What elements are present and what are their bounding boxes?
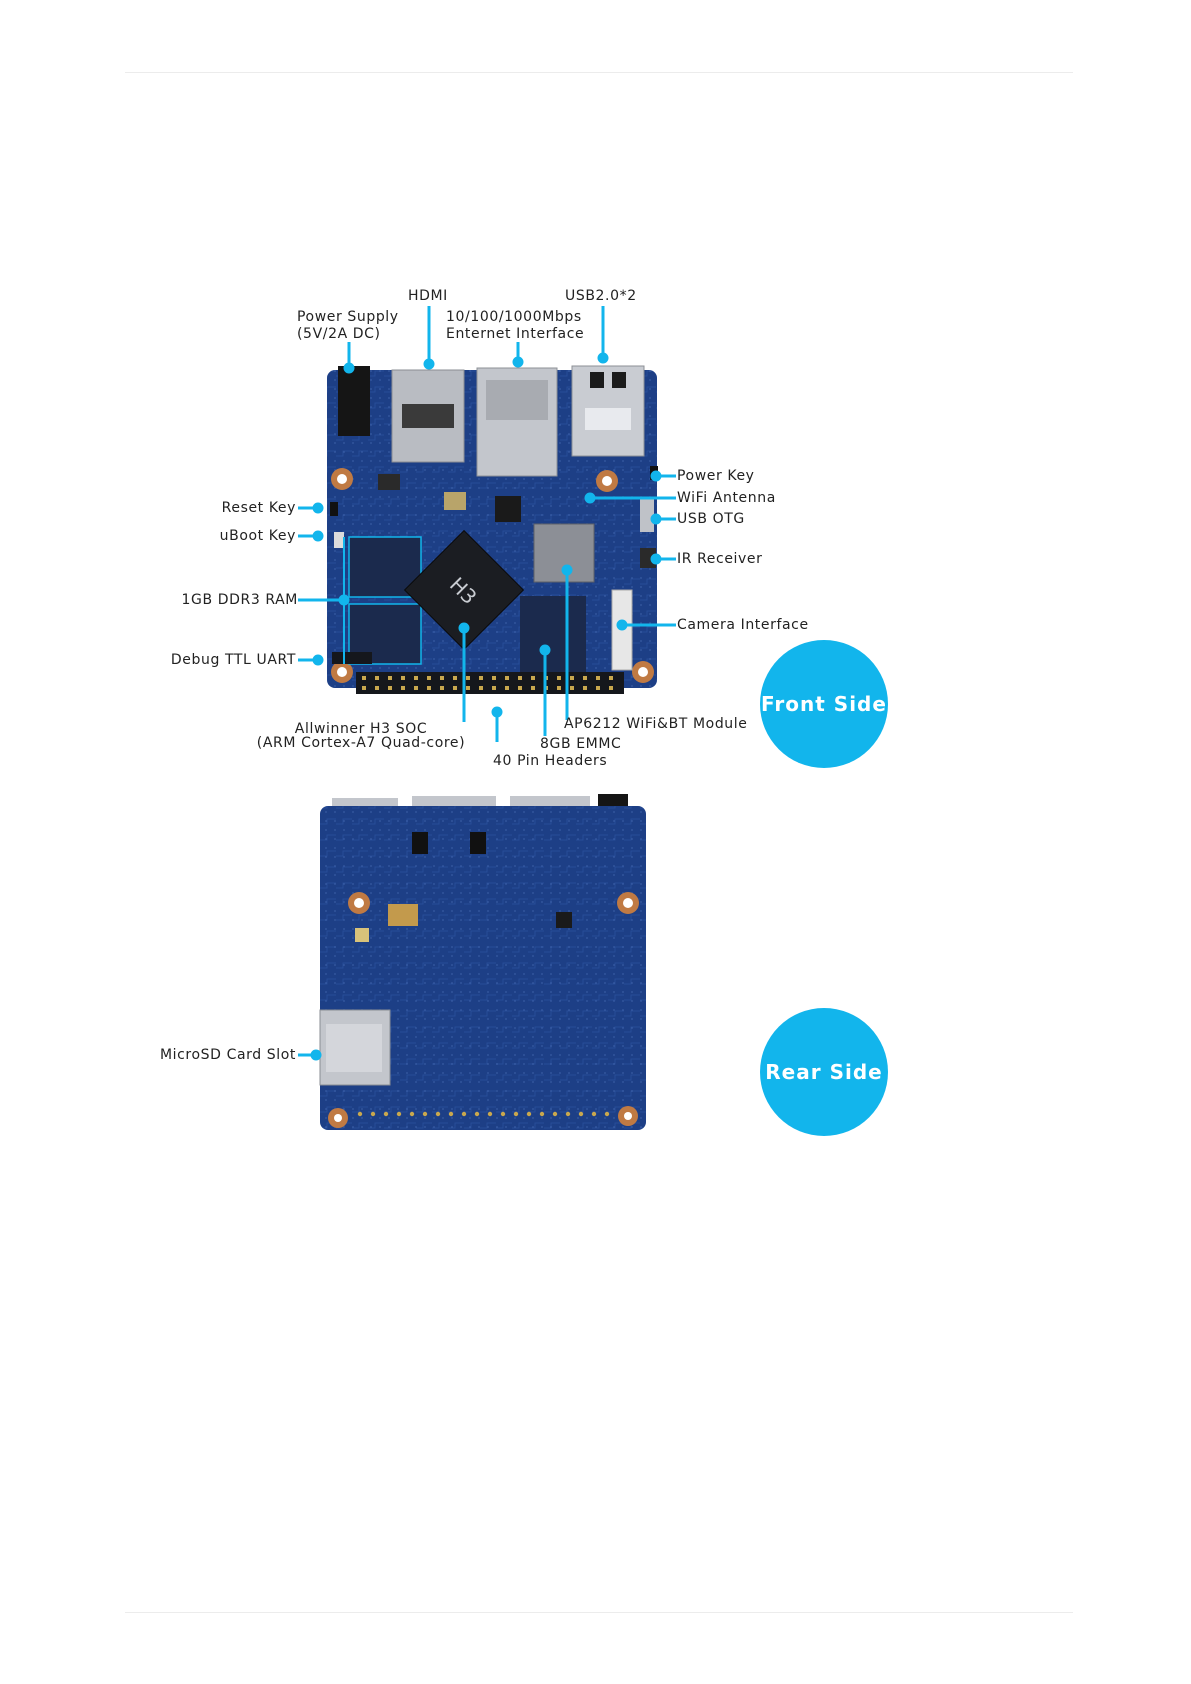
front-board: H3: [327, 365, 658, 694]
ir-receiver-part: [640, 548, 656, 568]
bottom-rule: [125, 1612, 1073, 1613]
label-reset-key: Reset Key: [221, 500, 296, 516]
label-ethernet-line1: 10/100/1000Mbps: [446, 309, 582, 325]
label-soc-line1: Allwinner H3 SOC: [294, 721, 428, 737]
label-ethernet-line2: Enternet Interface: [446, 326, 585, 342]
label-usb-otg: USB OTG: [677, 511, 745, 527]
rear-board: [319, 794, 646, 1130]
label-debug-uart: Debug TTL UART: [170, 652, 296, 668]
label-pin-headers: 40 Pin Headers: [493, 753, 608, 769]
label-ram: 1GB DDR3 RAM: [181, 592, 298, 608]
label-wifi-bt-module: AP6212 WiFi&BT Module: [564, 716, 748, 732]
label-power-key: Power Key: [677, 468, 755, 484]
micro-usb-connector: [640, 498, 654, 532]
label-emmc: 8GB EMMC: [540, 736, 622, 752]
dc-jack: [338, 366, 370, 436]
label-hdmi: HDMI: [408, 288, 448, 304]
gpio-header: [356, 672, 624, 694]
label-soc-line2: (ARM Cortex-A7 Quad-core): [256, 735, 466, 751]
label-power-supply-line2: (5V/2A DC): [297, 326, 381, 342]
label-ir-receiver: IR Receiver: [677, 551, 763, 567]
label-usb: USB2.0*2: [565, 288, 637, 304]
soc-chip: H3: [403, 529, 525, 651]
top-rule: [125, 72, 1073, 73]
label-wifi-antenna: WiFi Antenna: [677, 490, 776, 506]
rear-side-badge: Rear Side: [760, 1008, 888, 1136]
label-camera-interface: Camera Interface: [677, 617, 809, 633]
emmc-chip: [520, 596, 586, 672]
label-microsd: MicroSD Card Slot: [159, 1047, 296, 1063]
label-power-supply-line1: Power Supply: [297, 309, 399, 325]
callout-lines: [298, 306, 676, 1061]
front-side-badge: Front Side: [760, 640, 888, 768]
label-uboot-key: uBoot Key: [219, 528, 296, 544]
